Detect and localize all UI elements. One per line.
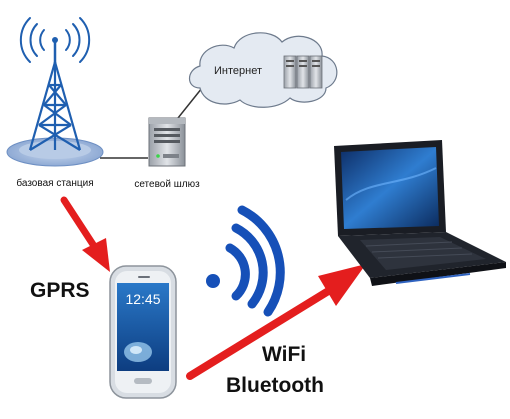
gateway-server-icon — [148, 117, 186, 167]
smartphone-icon — [109, 265, 177, 399]
laptop-icon — [334, 140, 506, 286]
gprs-label: GPRS — [30, 279, 90, 302]
base-station-tower-icon — [6, 17, 104, 167]
phone-clock: 12:45 — [125, 291, 160, 307]
wireless-arrow — [186, 264, 366, 380]
gprs-arrow — [60, 196, 110, 272]
gateway-label: сетевой шлюз — [134, 179, 200, 190]
bluetooth-label: Bluetooth — [226, 374, 324, 397]
base-station-label: базовая станция — [16, 177, 93, 189]
wifi-signal-icon — [206, 205, 285, 317]
server-rack-icon — [283, 55, 323, 89]
internet-label: Интернет — [214, 65, 262, 77]
wifi-label: WiFi — [262, 343, 306, 366]
